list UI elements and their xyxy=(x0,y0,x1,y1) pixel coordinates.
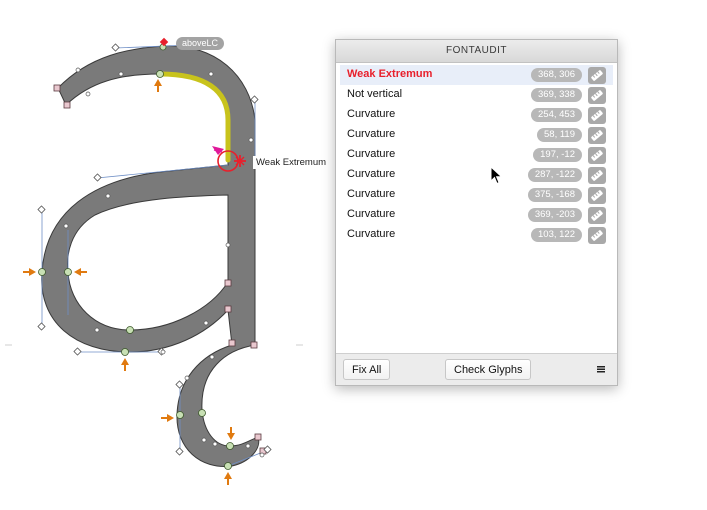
ruler-icon xyxy=(591,150,603,161)
issue-label: Curvature xyxy=(347,148,396,160)
issue-label: Curvature xyxy=(347,168,396,180)
fix-tool-button[interactable] xyxy=(588,127,606,144)
interior-handle-dots xyxy=(63,67,265,458)
coordinate-badge: 197, -12 xyxy=(533,148,582,162)
on-curve-points[interactable] xyxy=(38,43,234,470)
corner-points[interactable] xyxy=(53,84,267,455)
issue-label: Curvature xyxy=(347,128,396,140)
issue-row[interactable]: Curvature 369, -203 xyxy=(340,205,613,225)
arrow-right-icon xyxy=(23,268,36,276)
fix-tool-button[interactable] xyxy=(588,207,606,224)
weak-extremum-marker[interactable] xyxy=(212,146,246,172)
arrow-up-icon xyxy=(154,79,162,92)
issue-label: Curvature xyxy=(347,228,396,240)
issue-label: Curvature xyxy=(347,208,396,220)
coordinate-badge: 369, -203 xyxy=(527,208,582,222)
arrow-up-icon xyxy=(121,358,129,371)
fix-tool-button[interactable] xyxy=(588,147,606,164)
issue-row[interactable]: Not vertical 369, 338 xyxy=(340,85,613,105)
fix-tool-button[interactable] xyxy=(588,67,606,84)
issue-label: Curvature xyxy=(347,188,396,200)
issue-row[interactable]: Curvature 58, 119 xyxy=(340,125,613,145)
coordinate-badge: 103, 122 xyxy=(531,228,582,242)
error-label: Weak Extremum xyxy=(253,156,330,169)
issue-row[interactable]: Weak Extremum 368, 306 xyxy=(340,65,613,85)
coordinate-badge: 287, -122 xyxy=(527,168,582,182)
issue-row[interactable]: Curvature 287, -122 xyxy=(340,165,613,185)
check-glyphs-button[interactable]: Check Glyphs xyxy=(445,359,532,380)
weak-extremum-segment xyxy=(157,71,231,163)
issue-label: Curvature xyxy=(347,108,396,120)
arrow-up-icon xyxy=(224,472,232,485)
ruler-icon xyxy=(591,190,603,201)
hamburger-icon[interactable] xyxy=(595,363,607,375)
anchor-point[interactable] xyxy=(159,37,169,47)
ruler-icon xyxy=(591,130,603,141)
anchor-tag: aboveLC xyxy=(176,37,225,50)
panel-footer: Fix All Check Glyphs xyxy=(336,353,617,385)
issue-row[interactable]: Curvature 375, -168 xyxy=(340,185,613,205)
issue-row[interactable]: Curvature 254, 453 xyxy=(340,105,613,125)
coordinate-badge: 58, 119 xyxy=(537,128,582,142)
coordinate-badge: 254, 453 xyxy=(531,108,582,122)
coordinate-badge: 375, -168 xyxy=(527,188,582,202)
fix-tool-button[interactable] xyxy=(588,167,606,184)
ruler-icon xyxy=(591,90,603,101)
coordinate-badge: 368, 306 xyxy=(531,68,582,82)
panel-title: FONTAUDIT xyxy=(336,40,617,63)
fix-tool-button[interactable] xyxy=(588,107,606,124)
issue-row[interactable]: Curvature 103, 122 xyxy=(340,225,613,245)
issue-row[interactable]: Curvature 197, -12 xyxy=(340,145,613,165)
fix-tool-button[interactable] xyxy=(588,87,606,104)
ruler-icon xyxy=(591,210,603,221)
fix-all-button[interactable]: Fix All xyxy=(343,359,391,380)
arrow-left-icon xyxy=(74,268,87,276)
mouse-cursor-icon xyxy=(490,166,503,185)
ruler-icon xyxy=(591,110,603,121)
issue-label: Weak Extremum xyxy=(347,68,433,80)
arrow-right-icon xyxy=(161,414,174,422)
ruler-icon xyxy=(591,170,603,181)
ruler-icon xyxy=(591,230,603,241)
fix-tool-button[interactable] xyxy=(588,227,606,244)
coordinate-badge: 369, 338 xyxy=(531,88,582,102)
extremum-arrows xyxy=(23,79,235,485)
ruler-icon xyxy=(591,70,603,81)
issue-label: Not vertical xyxy=(347,88,403,100)
fix-tool-button[interactable] xyxy=(588,187,606,204)
arrow-down-icon xyxy=(227,427,235,440)
